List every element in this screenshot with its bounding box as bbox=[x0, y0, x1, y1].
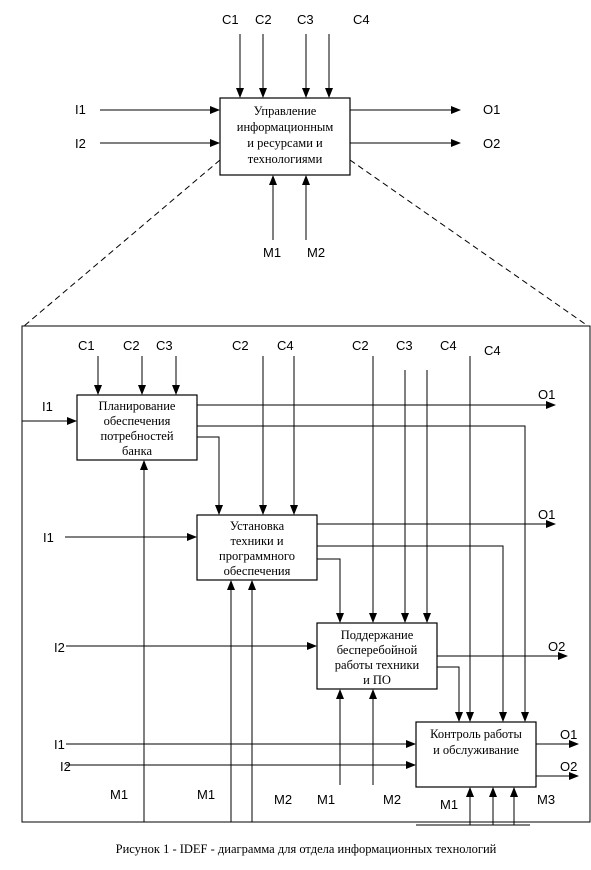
block-1-planning bbox=[76, 394, 198, 461]
block-4-control bbox=[415, 721, 537, 788]
top-output-label-o1: O1 bbox=[483, 102, 500, 117]
b1-to-b4-arrow bbox=[197, 425, 529, 722]
b3-to-b4-arrow bbox=[437, 666, 463, 722]
b3-mechanism-label-m2: M2 bbox=[383, 792, 401, 807]
b3-output-label-o2: O2 bbox=[548, 639, 565, 654]
b4-input-label-i2: I2 bbox=[60, 759, 71, 774]
b2-control-label-c4: C4 bbox=[277, 338, 294, 353]
block-1-line-4: банка bbox=[122, 444, 152, 458]
block-3-line-1: Поддержание bbox=[341, 628, 414, 642]
b1-to-b2-arrow bbox=[197, 436, 223, 515]
block-3-support bbox=[316, 622, 438, 690]
block-3-line-2: бесперебойной bbox=[337, 643, 418, 657]
b3-mechanism-label-m1: M1 bbox=[317, 792, 335, 807]
top-control-label-c4: C4 bbox=[353, 12, 370, 27]
b2-control-label-c2: C2 bbox=[232, 338, 249, 353]
top-input-label-i1: I1 bbox=[75, 102, 86, 117]
block-1-line-3: потребностей bbox=[100, 429, 173, 443]
b2-mechanism-label-m2: M2 bbox=[274, 792, 292, 807]
b1-control-label-c2: C2 bbox=[123, 338, 140, 353]
top-output-label-o2: O2 bbox=[483, 136, 500, 151]
b2-input-label-i1: I1 bbox=[43, 530, 54, 545]
block-2-installation bbox=[196, 514, 318, 581]
block-2-line-3: программного bbox=[219, 549, 295, 563]
block-1-line-1: Планирование bbox=[99, 399, 176, 413]
b1-output-label-o1: O1 bbox=[538, 387, 555, 402]
b1-mechanism-label-m1: M1 bbox=[110, 787, 128, 802]
top-mechanism-label-m1: M1 bbox=[263, 245, 281, 260]
top-control-label-c2: C2 bbox=[255, 12, 272, 27]
b3-input-label-i2: I2 bbox=[54, 640, 65, 655]
b3-control-label-c2: C2 bbox=[352, 338, 369, 353]
b1-control-label-c3: C3 bbox=[156, 338, 173, 353]
b1-input-label-i1: I1 bbox=[42, 399, 53, 414]
block-4-line-2: и обслуживание bbox=[433, 743, 519, 757]
top-box-line-3: и ресурсами и bbox=[247, 136, 323, 150]
b4-mechanism-label-m1: M1 bbox=[440, 797, 458, 812]
block-2-line-2: техники и bbox=[230, 534, 283, 548]
b2-to-b3-arrow bbox=[317, 558, 344, 623]
b3-control-label-c4: C4 bbox=[440, 338, 457, 353]
b4-input-label-i1: I1 bbox=[54, 737, 65, 752]
top-mechanism-label-m2: M2 bbox=[307, 245, 325, 260]
top-box-line-2: информационным bbox=[237, 120, 334, 134]
b3-control-label-c3: C3 bbox=[396, 338, 413, 353]
block-2-line-1: Установка bbox=[230, 519, 285, 533]
block-4-line-1: Контроль работы bbox=[430, 727, 522, 741]
top-function-box bbox=[219, 97, 351, 176]
figure-caption: Рисунок 1 - IDEF - диаграмма для отдела … bbox=[116, 842, 497, 856]
b1-control-label-c1: C1 bbox=[78, 338, 95, 353]
b2-output-label-o1: O1 bbox=[538, 507, 555, 522]
detail-frame bbox=[21, 325, 591, 823]
b2-mechanism-label-m1: M1 bbox=[197, 787, 215, 802]
top-input-label-i2: I2 bbox=[75, 136, 86, 151]
decomposition-line-left bbox=[23, 159, 221, 327]
block-1-line-2: обеспечения bbox=[104, 414, 171, 428]
top-control-label-c3: C3 bbox=[297, 12, 314, 27]
b2-to-b4-arrow bbox=[317, 545, 507, 722]
block-3-line-3: работы техники bbox=[335, 658, 420, 672]
block-3-line-4: и ПО bbox=[363, 673, 391, 687]
b4-mechanism-label-m3: M3 bbox=[537, 792, 555, 807]
b4-output-label-o2: O2 bbox=[560, 759, 577, 774]
top-control-label-c1: C1 bbox=[222, 12, 239, 27]
decomposition-line-right bbox=[349, 159, 589, 327]
top-box-line-1: Управление bbox=[254, 104, 317, 118]
block-2-line-4: обеспечения bbox=[224, 564, 291, 578]
b4-control-label-c4: C4 bbox=[484, 343, 501, 358]
top-box-line-4: технологиями bbox=[248, 152, 323, 166]
b4-output-label-o1: O1 bbox=[560, 727, 577, 742]
